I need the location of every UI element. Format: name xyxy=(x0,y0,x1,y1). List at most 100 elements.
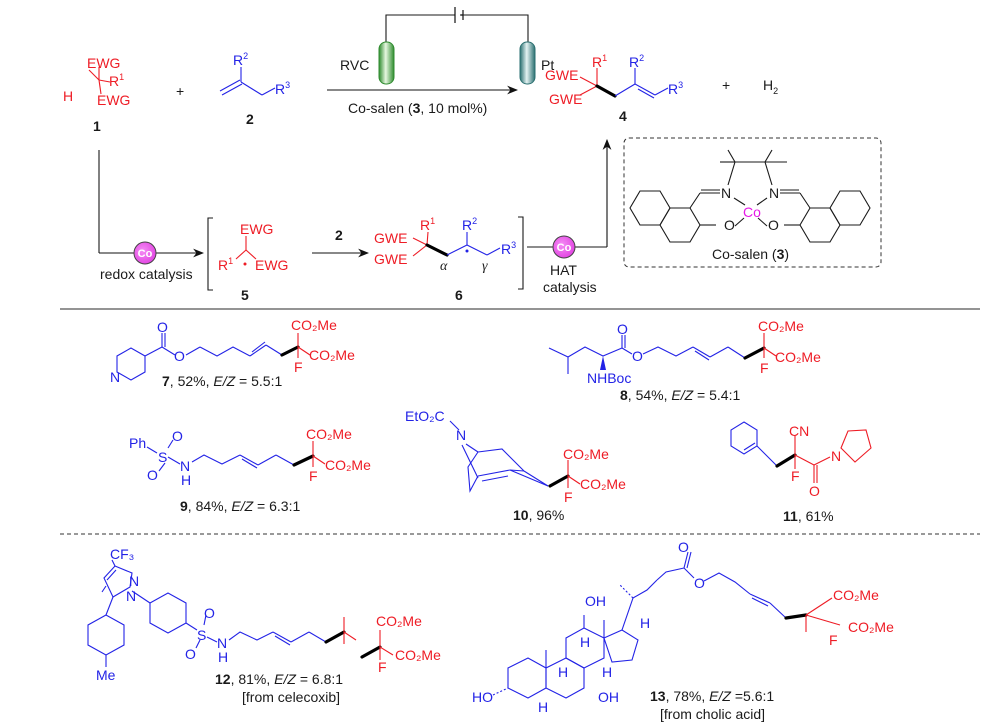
nitrogen-atom: N xyxy=(129,573,139,589)
nitrogen-atom: N xyxy=(180,458,190,474)
hydroxyl-label: OH xyxy=(585,593,606,609)
fluorine-atom: F xyxy=(829,632,838,648)
catalysis-label: catalysis xyxy=(543,279,597,295)
methyl-label: Me xyxy=(96,667,116,683)
co2me-label: CO₂Me xyxy=(306,426,352,442)
ewg-label: EWG xyxy=(87,55,120,71)
co2me-label: CO₂Me xyxy=(395,647,441,663)
fluorine-atom: F xyxy=(378,659,387,675)
gwe-label: GWE xyxy=(374,251,407,267)
product-9: Ph S O O N H CO₂Me CO₂Me F 9, 84%, E/Z =… xyxy=(129,426,371,514)
oxygen-atom: O xyxy=(185,646,196,662)
product-caption: 10, 96% xyxy=(513,507,564,523)
electrolysis-setup: RVC Pt Co-salen (3, 10 mol%) xyxy=(327,7,554,116)
product-source-note: [from cholic acid] xyxy=(660,706,765,722)
co2me-label: CO₂Me xyxy=(325,457,371,473)
r2-label: R2 xyxy=(462,216,477,233)
nitrogen-atom: N xyxy=(217,635,227,651)
product-4: GWE GWE R1 R2 R3 4 xyxy=(545,53,683,124)
compound-label-4: 4 xyxy=(619,108,627,124)
co2me-label: CO₂Me xyxy=(563,446,609,462)
oxygen-atom: O xyxy=(768,217,779,233)
co-salen-catalyst-box: N N O O Co Co-salen (3) xyxy=(623,137,882,268)
hydrogen-atom: H xyxy=(538,699,548,715)
redox-catalysis-label: redox catalysis xyxy=(100,266,193,282)
gamma-label: γ xyxy=(482,259,488,274)
hydrogen-byproduct: H2 xyxy=(763,77,778,96)
product-caption: 13, 78%, E/Z =5.6:1 xyxy=(650,688,774,704)
product-12: CF₃ N N Me S O O N H CO₂Me CO₂Me F 12, 8… xyxy=(87,546,441,705)
hydrogen-atom: H xyxy=(558,664,568,680)
oxygen-atom: O xyxy=(694,575,705,591)
ewg-label: EWG xyxy=(240,221,273,237)
cyano-label: CN xyxy=(789,423,809,439)
r3-label: R3 xyxy=(275,80,290,97)
co2me-label: CO₂Me xyxy=(833,587,879,603)
fluorine-atom: F xyxy=(294,359,303,375)
gwe-label: GWE xyxy=(545,67,578,83)
oxygen-atom: O xyxy=(147,467,158,483)
compound-label-5: 5 xyxy=(241,287,249,303)
compound-label-1: 1 xyxy=(93,118,101,134)
r2-label: R2 xyxy=(629,53,644,70)
hydrogen-atom: H xyxy=(218,649,228,665)
cobalt-atom: Co xyxy=(743,204,761,220)
product-7: O O N CO₂Me CO₂Me F 7, 52%, E/Z = 5.5:1 xyxy=(110,317,355,389)
co2me-label: CO₂Me xyxy=(775,349,821,365)
hydrogen-atom: H xyxy=(580,634,590,650)
nitrogen-atom: N xyxy=(110,369,120,385)
anode-electrode xyxy=(378,41,395,85)
oxygen-atom: O xyxy=(157,319,168,335)
product-caption: 9, 84%, E/Z = 6.3:1 xyxy=(180,498,300,514)
hat-label: HAT xyxy=(550,262,577,278)
nitrogen-atom: N xyxy=(831,448,841,464)
fluorine-atom: F xyxy=(309,468,318,484)
alpha-label: α xyxy=(440,259,448,274)
oxygen-atom: O xyxy=(617,321,628,337)
ewg-label: EWG xyxy=(255,257,288,273)
product-8: O O NHBoc CO₂Me CO₂Me F 8, 54%, E/Z = 5.… xyxy=(548,318,821,403)
oxygen-atom: O xyxy=(172,428,183,444)
ethyl-carboxylate-label: EtO₂C xyxy=(405,408,445,424)
anode-label: RVC xyxy=(340,57,369,73)
product-source-note: [from celecoxib] xyxy=(242,689,340,705)
nitrogen-atom: N xyxy=(456,427,466,443)
nitrogen-atom: N xyxy=(126,588,136,604)
product-11: CN N F O 11, 61% xyxy=(730,421,872,524)
r1-label: R1 xyxy=(109,72,124,89)
r1-label: R1 xyxy=(420,216,435,233)
nitrogen-atom: N xyxy=(769,185,779,201)
reagent-2-label: 2 xyxy=(335,227,343,243)
r1-label: R1 xyxy=(592,53,607,70)
r3-label: R3 xyxy=(668,80,683,97)
co2me-label: CO₂Me xyxy=(758,318,804,334)
oxygen-atom: O xyxy=(204,605,215,621)
phenyl-label: Ph xyxy=(129,435,146,451)
hydroxyl-label: HO xyxy=(472,689,493,705)
reactant-2: R2 R3 2 xyxy=(219,51,290,127)
nitrogen-atom: N xyxy=(721,185,731,201)
oxygen-atom: O xyxy=(678,539,689,555)
product-caption: 7, 52%, E/Z = 5.5:1 xyxy=(162,373,282,389)
hydrogen-atom: H xyxy=(602,664,612,680)
co2me-label: CO₂Me xyxy=(309,347,355,363)
product-13: O O OH H H H H OH H HO CO₂Me CO₂Me F 13,… xyxy=(472,539,894,722)
compound-label-6: 6 xyxy=(455,287,463,303)
co-salen-caption: Co-salen (3) xyxy=(712,246,789,262)
trifluoromethyl-label: CF₃ xyxy=(110,546,134,562)
fluorine-atom: F xyxy=(564,489,573,505)
co2me-label: CO₂Me xyxy=(580,476,626,492)
plus-sign: + xyxy=(176,83,184,99)
oxygen-atom: O xyxy=(724,217,735,233)
cobalt-label: Co xyxy=(138,248,153,260)
gwe-label: GWE xyxy=(549,91,582,107)
h-label: H xyxy=(63,88,73,104)
sulfur-atom: S xyxy=(197,627,206,643)
cobalt-catalyst-icon xyxy=(133,241,157,265)
product-caption: 11, 61% xyxy=(783,508,834,524)
r1-label: R1 xyxy=(218,256,233,273)
oxygen-atom: O xyxy=(809,483,820,499)
ewg-label: EWG xyxy=(97,92,130,108)
cathode-electrode xyxy=(519,41,536,85)
reactant-1: EWG R1 H EWG 1 xyxy=(63,55,130,134)
